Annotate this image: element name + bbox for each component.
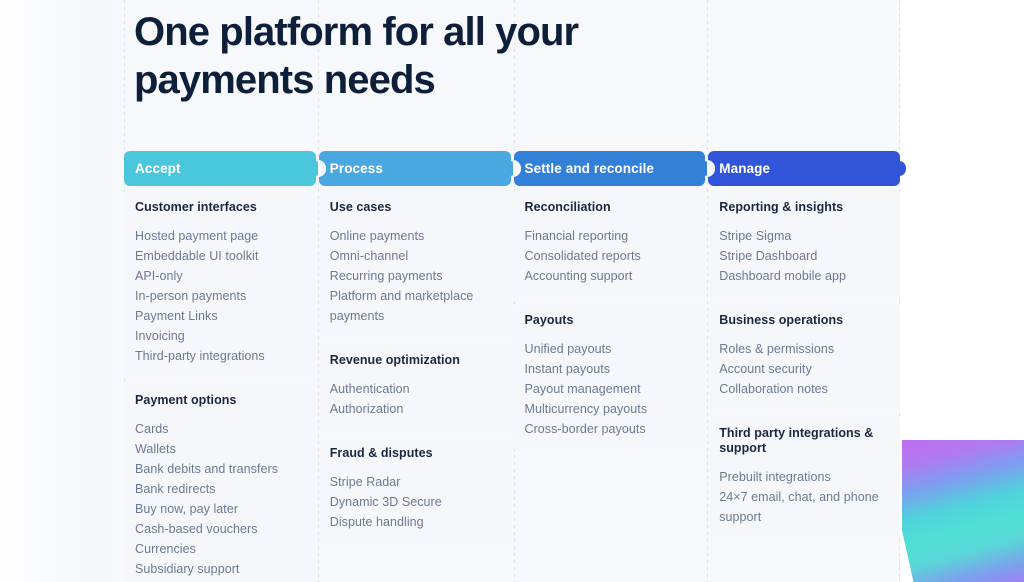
- section-link[interactable]: Financial reporting: [524, 229, 629, 243]
- section-title: Use cases: [329, 200, 392, 214]
- tab-notch-icon: [707, 160, 716, 177]
- section-link[interactable]: Authorization: [329, 402, 404, 416]
- section-link[interactable]: Bank debits and transfers: [135, 462, 278, 476]
- page-title: One platform for all your payments needs: [134, 10, 579, 102]
- section-title: Third party integrations & support: [719, 426, 874, 455]
- section-link[interactable]: Recurring payments: [329, 269, 443, 283]
- tab-label: Settle and reconcile: [524, 161, 655, 176]
- section-link[interactable]: Dashboard mobile app: [719, 269, 847, 283]
- section-title: Reconciliation: [524, 200, 611, 214]
- section-link[interactable]: Omni-channel: [329, 249, 409, 263]
- section-link[interactable]: Subsidiary support: [135, 562, 240, 576]
- section-link[interactable]: Prebuilt integrations: [719, 470, 831, 484]
- section-link[interactable]: Hosted payment page: [135, 229, 259, 243]
- section-link[interactable]: Dynamic 3D Secure: [329, 495, 442, 509]
- section-title: Payouts: [524, 313, 574, 327]
- grid-guide-line: [707, 0, 708, 582]
- section-title: Business operations: [719, 313, 844, 327]
- tab-notch-icon: [512, 160, 521, 177]
- section-title: Fraud & disputes: [329, 446, 433, 460]
- section-link[interactable]: Bank redirects: [135, 482, 216, 496]
- section-link[interactable]: Multicurrency payouts: [524, 402, 648, 416]
- decorative-gradient-shape: [902, 440, 1024, 582]
- section-link[interactable]: Roles & permissions: [719, 342, 835, 356]
- tab-manage[interactable]: Manage: [707, 151, 906, 186]
- section-link[interactable]: Instant payouts: [524, 362, 611, 376]
- section-link[interactable]: Currencies: [135, 542, 196, 556]
- section-link[interactable]: Accounting support: [524, 269, 633, 283]
- section-link[interactable]: API-only: [135, 269, 183, 283]
- tab-process[interactable]: Process: [317, 151, 517, 186]
- section-link[interactable]: Payout management: [524, 382, 641, 396]
- section-link[interactable]: Authentication: [329, 382, 410, 396]
- section-link[interactable]: Payment Links: [135, 309, 218, 323]
- tab-label: Accept: [135, 161, 181, 176]
- section-link[interactable]: Cross-border payouts: [524, 422, 646, 436]
- section-link[interactable]: 24×7 email, chat, and phone support: [719, 490, 879, 524]
- column-spacer: [319, 548, 511, 582]
- tab-accept[interactable]: Accept: [124, 151, 322, 186]
- section-link[interactable]: Invoicing: [135, 329, 185, 343]
- section-link[interactable]: Unified payouts: [524, 342, 612, 356]
- section-link[interactable]: Third-party integrations: [135, 349, 265, 363]
- tab-label: Manage: [719, 161, 771, 176]
- section-link[interactable]: Dispute handling: [329, 515, 424, 529]
- section-link[interactable]: Consolidated reports: [524, 249, 641, 263]
- grid-guide-line: [318, 0, 319, 582]
- section-link[interactable]: In-person payments: [135, 289, 247, 303]
- section-title: Reporting & insights: [719, 200, 844, 214]
- tab-arrow-icon: [894, 161, 906, 176]
- section-link[interactable]: Collaboration notes: [719, 382, 828, 396]
- section-link[interactable]: Embeddable UI toolkit: [135, 249, 259, 263]
- section-link[interactable]: Stripe Radar: [329, 475, 401, 489]
- section-link[interactable]: Platform and marketplace payments: [329, 289, 474, 323]
- section-link[interactable]: Buy now, pay later: [135, 502, 239, 516]
- section-link[interactable]: Online payments: [329, 229, 425, 243]
- section-link[interactable]: Wallets: [135, 442, 176, 456]
- gradient-sheet: [902, 440, 1024, 582]
- section-link[interactable]: Stripe Dashboard: [719, 249, 818, 263]
- tab-settle-and-reconcile[interactable]: Settle and reconcile: [512, 151, 712, 186]
- tab-notch-icon: [317, 160, 326, 177]
- column-spacer: [514, 455, 706, 582]
- column-spacer: [708, 543, 900, 582]
- left-gutter-shade: [0, 0, 125, 582]
- tab-label: Process: [329, 161, 383, 176]
- section-title: Revenue optimization: [329, 353, 460, 367]
- section-link[interactable]: Cash-based vouchers: [135, 522, 258, 536]
- section-link[interactable]: Account security: [719, 362, 812, 376]
- section-title: Customer interfaces: [135, 200, 257, 214]
- section-link[interactable]: Stripe Sigma: [719, 229, 792, 243]
- section-link[interactable]: Cards: [135, 422, 169, 436]
- section-title: Payment options: [135, 393, 237, 407]
